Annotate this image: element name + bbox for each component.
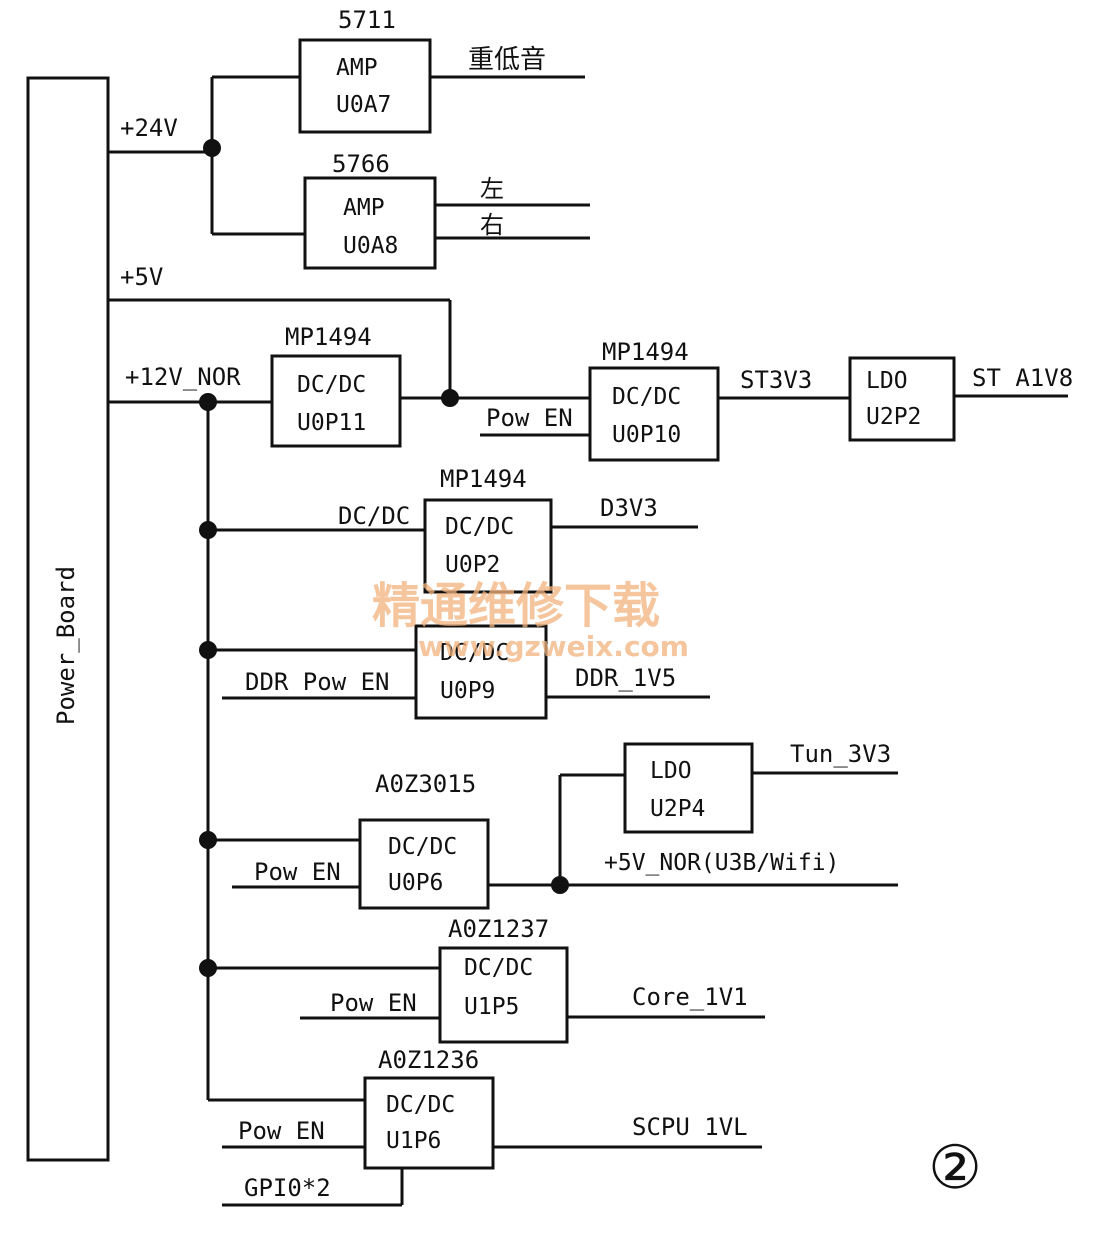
junction-24v [203,139,221,157]
u0p2-ref: U0P2 [445,552,500,578]
u1p5-ref: U1P5 [464,994,519,1020]
gpio-label: GPI0*2 [244,1174,331,1202]
d3v3-label: D3V3 [600,494,658,522]
left-label: 左 [480,175,504,203]
u0p11-ref: U0P11 [297,410,366,436]
u0p10-pow-en-label: Pow EN [486,404,573,432]
u0p2-input-label: DC/DC [338,502,410,530]
junction-5v [441,389,459,407]
gpio-wire [222,1168,404,1207]
dcdc-u1p5-block [438,946,569,1044]
st-a1v8-label: ST A1V8 [972,364,1073,392]
v5-nor-label: +5V_NOR(U3B/Wifi) [604,850,839,876]
junction-12v-u0p2 [199,521,217,539]
wires-24v [108,75,305,236]
watermark-url: www.gzweix.com [418,630,689,663]
dcdc-u0p9-block [414,624,548,720]
power-board-block [26,76,110,1162]
u0p9-ref: U0P9 [440,678,495,704]
u1p6-part-label: A0Z1236 [378,1046,479,1074]
u1p5-part-label: A0Z1237 [448,915,549,943]
dcdc-u1p6-block [363,1076,495,1170]
wires-12v [108,400,440,1102]
u0a7-part-label: 5711 [338,6,396,34]
u0a8-part-label: 5766 [332,150,390,178]
dcdc-u0p10-block [588,366,720,462]
watermark-title: 精通维修下载 [372,578,660,634]
ddr-1v5-label: DDR_1V5 [575,664,676,692]
ddr-pow-en-label: DDR Pow EN [245,668,390,696]
subwoofer-label: 重低音 [468,45,546,75]
u0p11-part-label: MP1494 [285,323,372,351]
figure-number: ② [928,1133,982,1203]
u0p2-part-label: MP1494 [440,465,527,493]
junction-12v-top [199,393,217,411]
u1p5-type: DC/DC [464,955,533,981]
core-1v1-label: Core_1V1 [632,983,748,1011]
u0p9-type: DC/DC [440,640,509,666]
u1p6-ref: U1P6 [386,1128,441,1154]
junction-12v-u1p5 [199,959,217,977]
ldo-u2p2-block [848,356,956,442]
u1p5-pow-en-label: Pow EN [330,989,417,1017]
u0p2-type: DC/DC [445,514,514,540]
u2p2-ref: U2P2 [866,404,921,430]
u0p6-part-label: A0Z3015 [375,770,476,798]
power-board-label: Power_Board [52,566,80,725]
rail-12v-label: +12V_NOR [125,363,241,391]
amp-u0a7-block [298,38,432,134]
u0a7-type: AMP [336,55,378,81]
junction-5v-nor [551,876,569,894]
rail-24v-label: +24V [120,114,178,142]
dcdc-u0p6-block [358,818,490,910]
u0a8-ref: U0A8 [343,233,398,259]
u0p6-type: DC/DC [388,834,457,860]
dcdc-u0p2-block [423,498,553,594]
u2p4-type: LDO [650,758,692,784]
dcdc-u0p11-block [270,354,402,448]
tun-3v3-label: Tun_3V3 [790,740,891,768]
junction-12v-u0p6 [199,831,217,849]
u0a7-ref: U0A7 [336,92,391,118]
u0p10-type: DC/DC [612,384,681,410]
u0p6-ref: U0P6 [388,870,443,896]
u0p6-pow-en-label: Pow EN [254,858,341,886]
ldo-u2p4-block [623,742,754,834]
rail-5v-label: +5V [120,263,163,291]
u2p4-ref: U2P4 [650,796,705,822]
wires-5v [108,298,590,400]
right-label: 右 [480,211,504,239]
u0p11-type: DC/DC [297,372,366,398]
amp-u0a8-block [303,176,437,270]
u0a8-type: AMP [343,195,385,221]
junction-12v-u0p9 [199,641,217,659]
u1p6-type: DC/DC [386,1092,455,1118]
scpu-1vl-label: SCPU 1VL [632,1113,748,1141]
u2p2-type: LDO [866,368,908,394]
u0p10-ref: U0P10 [612,422,681,448]
u1p6-pow-en-label: Pow EN [238,1117,325,1145]
st3v3-label: ST3V3 [740,366,812,394]
u0p10-part-label: MP1494 [602,338,689,366]
